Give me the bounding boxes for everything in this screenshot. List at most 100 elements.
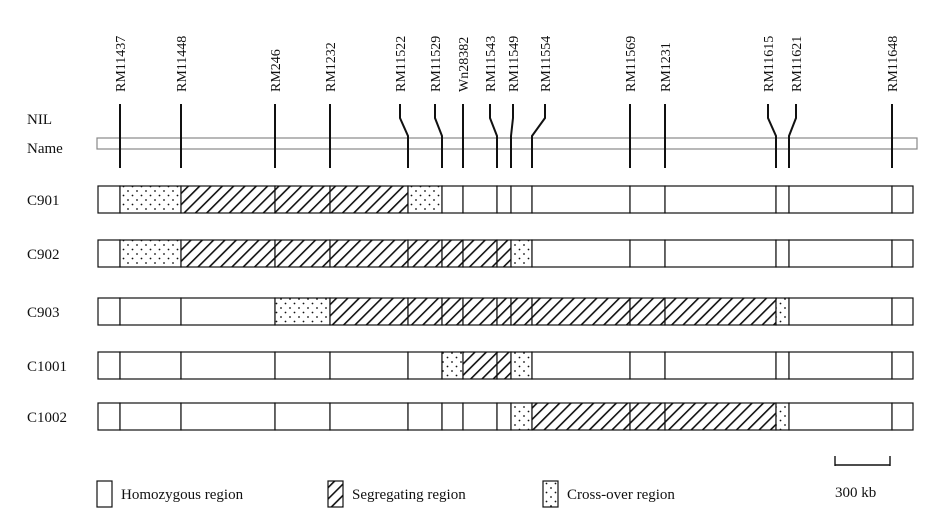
- marker-line: [434, 104, 443, 168]
- marker-label: RM11569: [624, 36, 639, 92]
- marker-label: RM11529: [429, 36, 444, 92]
- segment-homozygous: [97, 239, 121, 268]
- segment-homozygous: [891, 402, 914, 431]
- segment-segregating: [180, 239, 276, 268]
- segment-homozygous: [462, 185, 498, 214]
- nil-name-label: C1001: [27, 359, 67, 375]
- nil-row-c903: C903: [27, 297, 914, 326]
- segment-segregating: [629, 402, 666, 431]
- marker-rm1231: RM1231: [659, 42, 674, 168]
- segment-crossover: [775, 402, 790, 431]
- segment-homozygous: [788, 351, 893, 380]
- segment-homozygous: [119, 351, 182, 380]
- segment-segregating: [441, 239, 464, 268]
- segment-homozygous: [891, 297, 914, 326]
- segment-homozygous: [775, 239, 790, 268]
- segment-homozygous: [97, 297, 121, 326]
- segment-homozygous: [510, 185, 533, 214]
- marker-rm11543: RM11543: [484, 36, 499, 168]
- marker-rm1232: RM1232: [324, 42, 339, 168]
- marker-label: RM1231: [659, 42, 674, 92]
- segment-segregating: [274, 185, 331, 214]
- segment-homozygous: [407, 351, 443, 380]
- segment-segregating: [329, 297, 409, 326]
- segment-segregating: [180, 185, 276, 214]
- segment-homozygous: [629, 351, 666, 380]
- segment-homozygous: [531, 351, 631, 380]
- marker-line: [788, 104, 797, 168]
- segment-homozygous: [462, 402, 498, 431]
- legend-homozygous-swatch: [96, 480, 113, 508]
- segment-segregating: [629, 297, 666, 326]
- segment-homozygous: [664, 185, 777, 214]
- segment-segregating: [462, 239, 498, 268]
- marker-label: RM1232: [324, 42, 339, 92]
- marker-rm11522: RM11522: [394, 36, 409, 168]
- nil-label: NIL: [27, 112, 52, 128]
- segment-homozygous: [441, 402, 464, 431]
- segment-homozygous: [496, 402, 512, 431]
- nil-row-c1002: C1002: [27, 402, 914, 431]
- segment-homozygous: [329, 402, 409, 431]
- segment-homozygous: [441, 185, 464, 214]
- segment-crossover: [775, 297, 790, 326]
- segment-homozygous: [97, 402, 121, 431]
- scale-bar: 300 kb: [834, 456, 891, 501]
- segment-homozygous: [531, 185, 631, 214]
- segment-homozygous: [788, 185, 893, 214]
- segment-homozygous: [629, 185, 666, 214]
- segment-crossover: [510, 351, 533, 380]
- marker-label: RM11549: [507, 36, 522, 92]
- segment-homozygous: [788, 239, 893, 268]
- marker-label: RM11522: [394, 36, 409, 92]
- segment-segregating: [496, 351, 512, 380]
- marker-rm11648: RM11648: [886, 36, 901, 168]
- segment-crossover: [119, 239, 182, 268]
- marker-label: RM11621: [790, 36, 805, 92]
- segment-crossover: [510, 402, 533, 431]
- segment-segregating: [531, 297, 631, 326]
- segment-segregating: [664, 402, 777, 431]
- segment-homozygous: [891, 351, 914, 380]
- segment-segregating: [329, 239, 409, 268]
- marker-rm11554: RM11554: [531, 36, 554, 168]
- segment-crossover: [407, 185, 443, 214]
- segment-crossover: [119, 185, 182, 214]
- segment-segregating: [407, 239, 443, 268]
- segment-homozygous: [788, 402, 893, 431]
- segment-homozygous: [180, 402, 276, 431]
- marker-rm11549: RM11549: [507, 36, 522, 168]
- marker-line: [399, 104, 409, 168]
- segment-homozygous: [97, 185, 121, 214]
- legend-segregating-swatch: [327, 480, 344, 508]
- segment-segregating: [462, 351, 498, 380]
- legend-segregating-label: Segregating region: [352, 487, 466, 503]
- nil-name-label: C902: [27, 247, 60, 263]
- marker-rm11615: RM11615: [762, 36, 777, 168]
- segment-homozygous: [274, 351, 331, 380]
- segment-segregating: [496, 297, 512, 326]
- segment-homozygous: [891, 185, 914, 214]
- segment-crossover: [441, 351, 464, 380]
- segment-crossover: [510, 239, 533, 268]
- legend-homozygous-label: Homozygous region: [121, 487, 244, 503]
- nil-row-c901: C901: [27, 185, 914, 214]
- nil-name-label: C1002: [27, 410, 67, 426]
- segment-segregating: [664, 297, 777, 326]
- nil-name-label: C903: [27, 305, 60, 321]
- marker-label: RM11554: [539, 36, 554, 92]
- segment-segregating: [407, 297, 443, 326]
- segment-homozygous: [119, 402, 182, 431]
- marker-line: [489, 104, 498, 168]
- scale-bar-label: 300 kb: [835, 485, 876, 501]
- marker-rm11448: RM11448: [175, 36, 190, 168]
- segment-homozygous: [788, 297, 893, 326]
- segment-homozygous: [775, 351, 790, 380]
- marker-rm11529: RM11529: [429, 36, 444, 168]
- segment-homozygous: [629, 239, 666, 268]
- marker-line: [767, 104, 777, 168]
- marker-wn28382: Wn28382: [457, 37, 472, 168]
- segment-segregating: [496, 239, 512, 268]
